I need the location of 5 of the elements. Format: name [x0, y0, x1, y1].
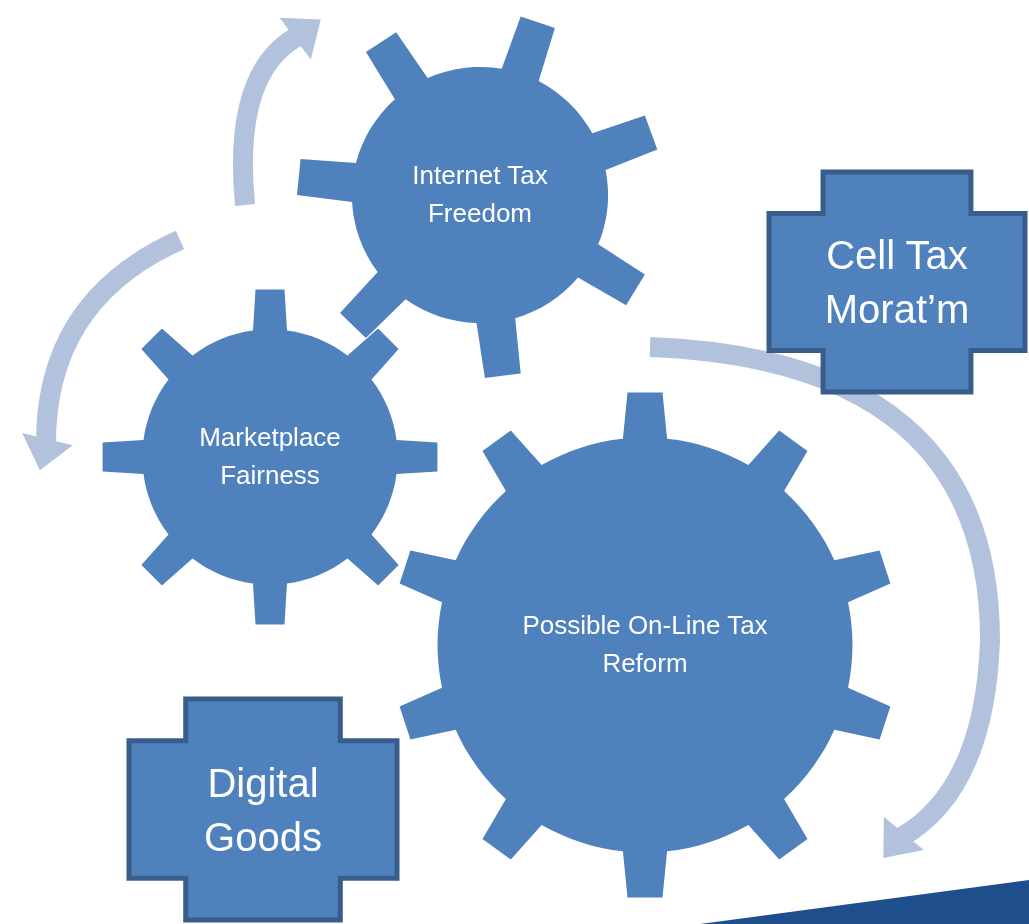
gear-label: Internet Tax Freedom — [411, 159, 549, 230]
shape-label: Digital Goods — [203, 759, 323, 861]
gear-label: Possible On-Line Tax Reform — [521, 609, 769, 680]
shape-label: Cell Tax Morat’m — [823, 232, 971, 333]
gear-label: Marketplace Fairness — [198, 421, 342, 492]
